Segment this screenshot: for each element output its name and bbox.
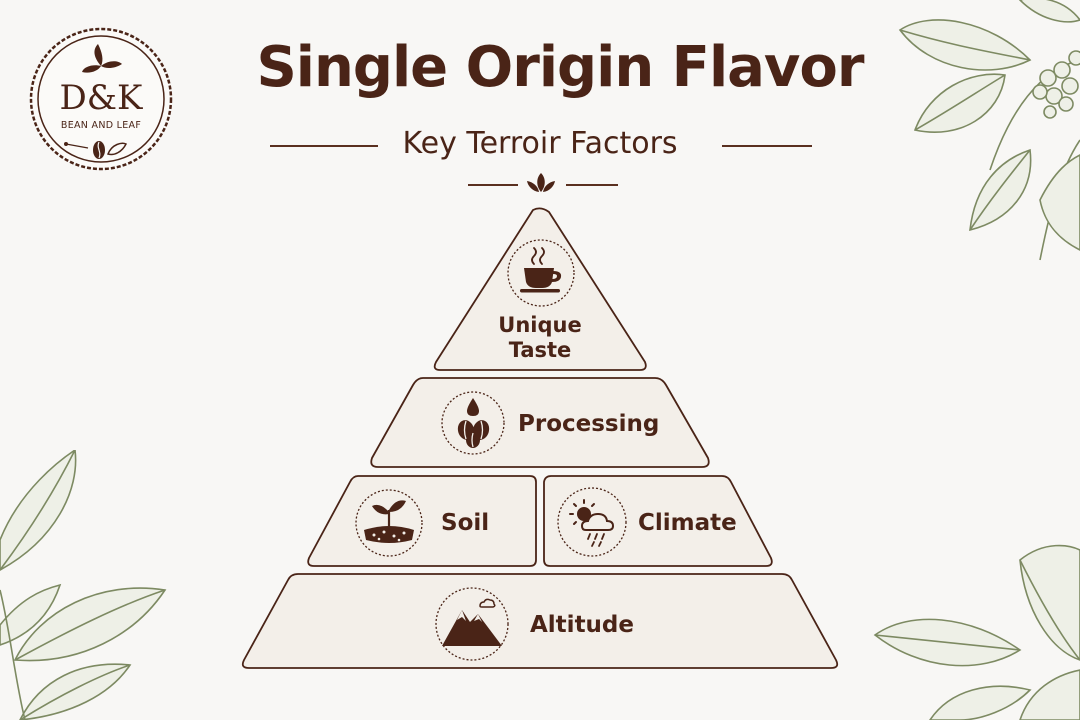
coffee-branch-bottom-left (0, 450, 167, 720)
coffee-branch-bottom-right (873, 544, 1080, 720)
page-title: Single Origin Flavor (256, 35, 864, 100)
logo-leaf-icon (82, 44, 122, 73)
mountain-icon (435, 587, 509, 661)
level-label-altitude: Altitude (530, 612, 634, 638)
logo-tagline: BEAN AND LEAF (60, 120, 142, 131)
brand-logo: D&K BEAN AND LEAF (26, 24, 176, 174)
coffee-branch-top-right (898, 0, 1080, 261)
pyramid-tier-altitude (241, 573, 839, 669)
sun-cloud-rain-icon (557, 487, 627, 557)
ornament-rule-right (566, 184, 618, 186)
coffee-beans-drop-icon (441, 391, 505, 455)
level-label-processing: Processing (518, 411, 660, 437)
level-label-unique-taste-line2: Taste (508, 338, 572, 362)
level-label-unique-taste-line1: Unique (498, 313, 582, 337)
logo-seal (29, 27, 173, 171)
leaf-ornament-icon (527, 173, 555, 192)
subtitle-row: Key Terroir Factors (0, 120, 1080, 170)
ornament-rule-left (468, 184, 518, 186)
logo-monogram: D&K (59, 78, 143, 118)
subtitle-rule-left (270, 145, 378, 147)
level-label-climate: Climate (638, 510, 737, 536)
coffee-cup-icon (507, 239, 575, 307)
level-label-soil: Soil (441, 510, 490, 536)
sprout-soil-icon (355, 489, 423, 557)
subtitle-rule-right (722, 145, 812, 147)
page-subtitle: Key Terroir Factors (402, 126, 678, 161)
